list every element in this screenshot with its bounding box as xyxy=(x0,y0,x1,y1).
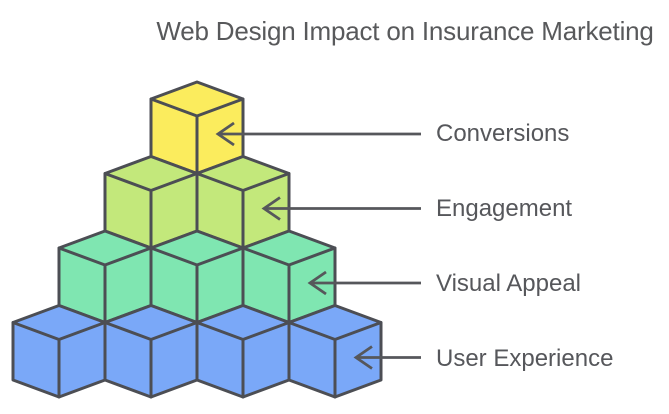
diagram-title: Web Design Impact on Insurance Marketing xyxy=(156,16,654,46)
arrow-conversions xyxy=(215,121,421,147)
arrow-user-experience xyxy=(353,345,421,370)
pyramid-level-visual-appeal xyxy=(57,229,337,324)
arrow-engagement xyxy=(261,196,421,221)
level-label-user-experience: User Experience xyxy=(436,345,614,372)
level-label-engagement: Engagement xyxy=(436,195,573,222)
pyramid-level-engagement xyxy=(103,155,291,250)
arrow-visual-appeal xyxy=(307,270,421,296)
pyramid-level-user-experience xyxy=(11,304,383,399)
level-label-conversions: Conversions xyxy=(436,120,570,147)
level-label-visual-appeal: Visual Appeal xyxy=(436,270,582,297)
